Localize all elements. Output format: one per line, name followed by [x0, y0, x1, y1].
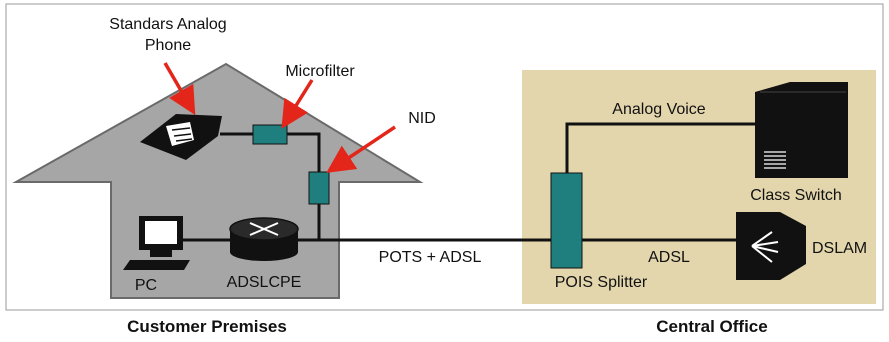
pc-icon: [123, 216, 190, 270]
adsl-cpe-router-icon: [229, 217, 299, 261]
phone-label-line1: Standars Analog: [109, 16, 226, 33]
analog-voice-label: Analog Voice: [612, 101, 706, 118]
pois-splitter-device: [550, 172, 583, 269]
dslam-icon: [736, 212, 806, 280]
customer-premises-house: [12, 62, 424, 299]
customer-premises-caption: Customer Premises: [127, 317, 287, 336]
wiring: [183, 122, 755, 242]
microfilter-device: [252, 124, 288, 145]
microfilter-label: Microfilter: [285, 63, 355, 80]
phone-label-line2: Phone: [145, 37, 191, 54]
pc-label: PC: [135, 277, 157, 294]
phone-arrow: [163, 62, 196, 116]
adsl-label: ADSL: [648, 249, 690, 266]
class-switch-icon: [755, 82, 848, 178]
nid-arrow: [326, 125, 396, 173]
callout-arrows: [163, 62, 396, 173]
microfilter-arrow: [281, 79, 314, 129]
nid-device: [308, 171, 330, 205]
pois-splitter-label: POIS Splitter: [555, 274, 648, 291]
adslcpe-label: ADSLCPE: [227, 274, 302, 291]
dslam-label: DSLAM: [812, 240, 867, 257]
class-switch-label: Class Switch: [750, 187, 842, 204]
outer-frame: [5, 3, 884, 311]
analog-phone-icon: [140, 114, 222, 160]
central-office-caption: Central Office: [656, 317, 767, 336]
nid-label: NID: [408, 110, 436, 127]
pots-adsl-label: POTS + ADSL: [379, 249, 482, 266]
